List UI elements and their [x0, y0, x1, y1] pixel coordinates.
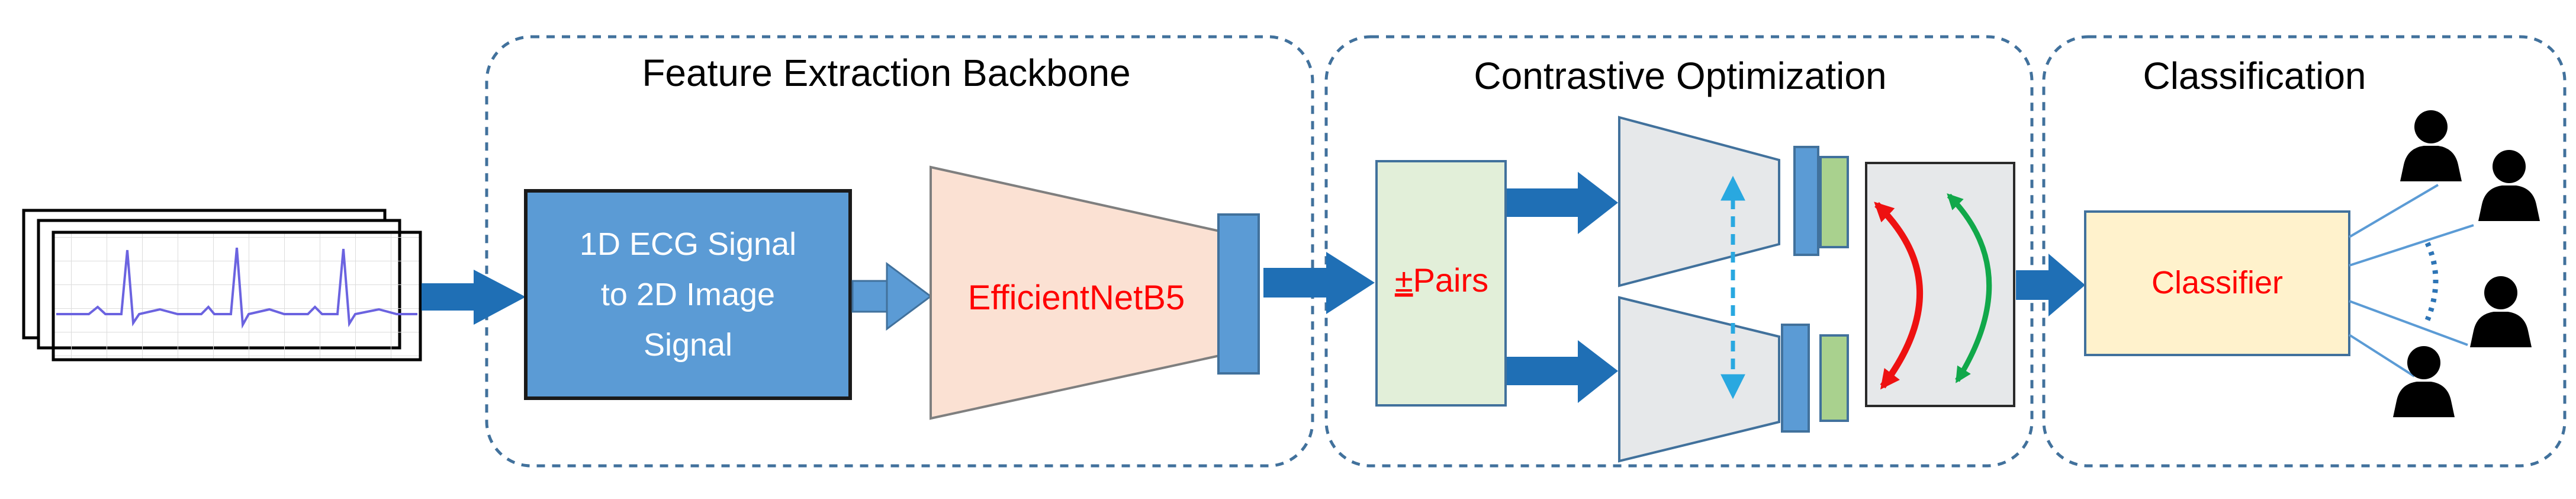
classification-section: [2042, 35, 2567, 468]
encoder-top: [1618, 116, 1780, 287]
ecg-strip-icon: [22, 209, 422, 362]
contrastive-section: [1324, 35, 2034, 468]
feature-vector-bar: [1217, 213, 1260, 375]
user-icon: [2470, 276, 2532, 347]
backbone-model-label: EfficientNetB5: [968, 279, 1185, 317]
classifier-block: Classifier: [2084, 210, 2350, 356]
arrow-input-to-conversion: [422, 270, 526, 325]
contrastive-section-title: Contrastive Optimization: [1474, 55, 1886, 97]
pull-together-arrow: [1947, 193, 1992, 383]
ecg-to-image-label-line1: 1D ECG Signal: [580, 226, 796, 262]
embedding-bar-bottom-blue: [1781, 324, 1810, 433]
backbone-section-title: Feature Extraction Backbone: [642, 52, 1130, 94]
efficientnet-backbone: EfficientNetB5: [930, 165, 1221, 420]
arrow-pairs-to-encoder-top: [1507, 172, 1618, 234]
arrow-backbone-to-pairs: [1263, 252, 1375, 314]
classifier-label: Classifier: [2152, 265, 2283, 300]
user-icon: [2400, 110, 2462, 181]
pairs-block: ±Pairs: [1375, 160, 1507, 407]
user-icon: [2393, 346, 2455, 417]
arrow-contrastive-to-classifier: [2016, 254, 2085, 316]
embedding-bar-bottom-green: [1819, 334, 1849, 422]
pairs-plus-minus-symbol: ±: [1395, 261, 1413, 299]
pairs-label: Pairs: [1413, 261, 1489, 299]
encoder-bottom: [1618, 296, 1780, 463]
arrow-pairs-to-encoder-bottom: [1507, 340, 1618, 403]
ecg-to-image-block: 1D ECG Signal to 2D Image Signal: [524, 189, 852, 400]
backbone-section: [485, 35, 1314, 468]
user-icon: [2478, 150, 2540, 221]
svg-text:±Pairs: ±Pairs: [1395, 261, 1488, 299]
ecg-to-image-label-line3: Signal: [644, 327, 732, 363]
embedding-bar-top-blue: [1793, 146, 1819, 256]
ecg-to-image-label-line2: to 2D Image: [601, 277, 775, 312]
embedding-bar-top-green: [1819, 156, 1849, 248]
pull-apart-arrow: [1874, 201, 1923, 390]
identity-connectors: [2348, 184, 2474, 378]
arrow-conversion-to-backbone: [851, 262, 932, 331]
classification-section-title: Classification: [2143, 55, 2366, 97]
ecg-trace: [56, 247, 417, 329]
contrastive-loss-box: [1865, 162, 2015, 407]
